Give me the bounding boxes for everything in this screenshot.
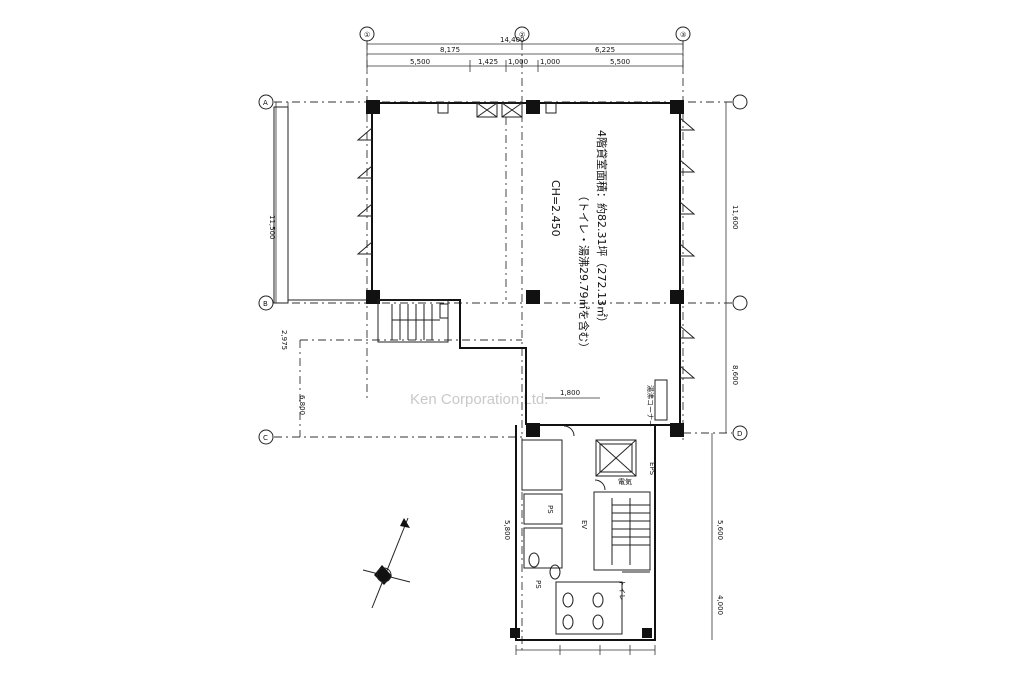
dim-top-total: 14,400 (500, 36, 525, 44)
floor-info: 4階貸室面積：約82.31坪（272.13㎡） (595, 130, 609, 328)
dim-stair: 1,800 (560, 389, 580, 397)
north-arrow-icon (362, 517, 411, 609)
hall-label: EV (580, 520, 588, 529)
kitchen-area: 湯沸コーナー 1,800 (545, 379, 668, 427)
kitchen-label: 湯沸コーナー (646, 385, 655, 427)
grid-label-d: D (737, 430, 742, 438)
upper-stair (377, 299, 449, 343)
eps-label: EPS (648, 462, 656, 476)
dim-seg-3: 1,000 (508, 58, 528, 66)
dim-seg-1: 5,500 (410, 58, 430, 66)
ps-label: PS (546, 505, 554, 514)
bottom-dimensions (515, 645, 656, 655)
grid-label-3: ③ (680, 31, 686, 39)
grid-lines (274, 42, 732, 650)
grid-bubbles (258, 26, 748, 445)
floor-info-3: CH=2.450 (549, 180, 562, 237)
machine-label: 電気 (618, 477, 632, 486)
grid-bubble-right-a (732, 94, 748, 110)
ceiling-height-label: CH=2.450 (549, 180, 562, 237)
right-doors (679, 117, 696, 379)
main-walls (273, 102, 681, 641)
area-label: 4階貸室面積：約82.31坪（272.13㎡） (595, 130, 609, 328)
core-rooms: EV 電気 トイレ PS PS EPS (521, 425, 656, 635)
top-shafts (437, 102, 557, 300)
floor-info-2: （トイレ・湯沸29.79㎡を含む） (577, 190, 591, 354)
dim-left-lower: 6,800 (298, 395, 306, 415)
toilet-label: トイレ (618, 580, 626, 601)
dim-low: 5,800 (503, 520, 511, 540)
grid-bubble-left-c (258, 429, 274, 445)
grid-bubble-right-b (732, 295, 748, 311)
grid-bubble-left-a (258, 94, 274, 110)
dim-left-bottom: 2,975 (280, 330, 288, 350)
dim-seg-4: 1,000 (540, 58, 560, 66)
grid-label-a: A (263, 99, 268, 107)
grid-bubble-top-2 (514, 26, 530, 42)
dim-right-upper: 11,600 (731, 205, 739, 230)
ps-label-2: PS (534, 580, 542, 589)
dim-bottom-lower: 4,000 (716, 595, 724, 615)
dim-top-right: 6,225 (595, 46, 615, 54)
left-doors (356, 127, 373, 255)
grid-label-1: ① (364, 31, 370, 39)
dim-top-left: 8,175 (440, 46, 460, 54)
grid-bubble-labels: ① ② ③ A B C D (263, 31, 742, 442)
watermark: Ken Corporation Ltd. (410, 391, 548, 408)
right-dimensions: 11,600 8,600 5,600 4,000 5,800 (503, 102, 739, 640)
grid-bubble-left-b (258, 295, 274, 311)
dim-seg-5: 5,500 (610, 58, 630, 66)
grid-bubble-right-c (732, 425, 748, 441)
grid-label-b: B (263, 300, 268, 308)
grid-label-c: C (263, 434, 268, 442)
dim-right-mid: 8,600 (731, 365, 739, 385)
grid-label-2: ② (519, 31, 525, 39)
dim-right-lower: 5,600 (716, 520, 724, 540)
toilet-area-label: （トイレ・湯沸29.79㎡を含む） (577, 190, 591, 354)
top-dimensions: 14,400 8,175 6,225 5,500 1,425 1,000 1,0… (366, 36, 684, 72)
columns (366, 100, 684, 638)
dim-left-span: 11,500 (268, 215, 276, 240)
dim-seg-2: 1,425 (478, 58, 498, 66)
